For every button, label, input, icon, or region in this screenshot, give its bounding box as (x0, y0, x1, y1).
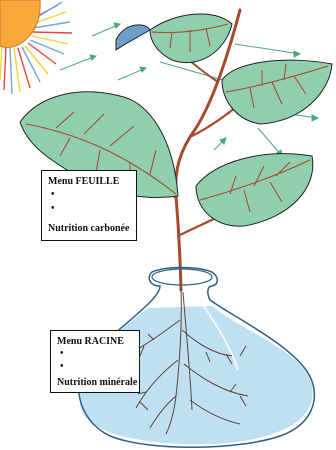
menu-feuille-box: Menu FEUILLE • • Nutrition carbonée (41, 170, 137, 241)
menu-racine-title: Menu RACINE (57, 336, 124, 347)
menu-feuille-title: Menu FEUILLE (48, 176, 119, 187)
leaf-right-lower (196, 154, 313, 226)
menu-feuille-bullet-2: • (51, 205, 55, 213)
sun-disc (0, 0, 40, 48)
menu-racine-bullet-2: • (60, 363, 64, 371)
menu-racine-box: Menu RACINE • • Nutrition minérale (50, 330, 140, 393)
leaf-top (150, 14, 232, 63)
menu-feuille-bullet-1: • (51, 191, 55, 199)
leaf-right-upper (222, 60, 332, 124)
menu-racine-bullet-1: • (60, 350, 64, 358)
leaf-top-left (116, 25, 150, 50)
menu-racine-footer: Nutrition minérale (57, 377, 137, 388)
menu-feuille-footer: Nutrition carbonée (48, 223, 129, 234)
sun-icon (0, 0, 72, 94)
